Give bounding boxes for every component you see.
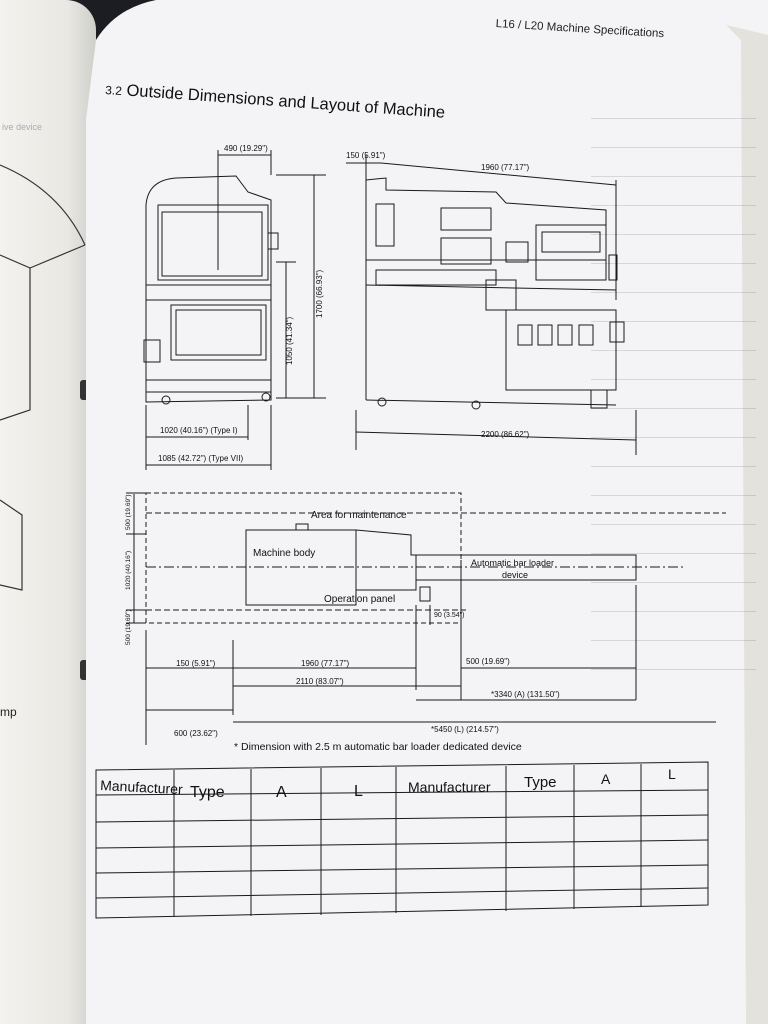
table-header-a-2: A — [601, 771, 611, 787]
bar-loader-label-1: Automatic bar loader — [471, 558, 554, 568]
table-header-manufacturer-1: Manufacturer — [100, 777, 184, 797]
operation-panel-label: Operation panel — [324, 594, 395, 605]
bottom-table-grid — [95, 761, 709, 919]
footnote: * Dimension with 2.5 m automatic bar loa… — [234, 741, 522, 753]
front-dim-width-type7: 1085 (42.72") (Type VII) — [158, 454, 243, 463]
layout-dim-3340: *3340 (A) (131.50") — [491, 690, 560, 699]
front-dim-width-type1: 1020 (40.16") (Type I) — [160, 426, 238, 435]
left-page-faint-text: ive device — [2, 122, 43, 132]
front-dim-height-1050: 1050 (41.34") — [285, 316, 294, 365]
side-dim-1960: 1960 (77.17") — [481, 163, 530, 172]
front-view-drawing — [143, 150, 326, 470]
table-header-l-2: L — [668, 766, 676, 782]
layout-dim-600: 600 (23.62") — [174, 729, 218, 738]
binder-ring-bottom — [80, 660, 90, 680]
layout-dim-90: 90 (3.54") — [434, 612, 465, 619]
layout-dim-5450: *5450 (L) (214.57") — [431, 725, 499, 734]
dimension-labels: 490 (19.29") 1050 (41.34") 1700 (66.93")… — [100, 144, 676, 801]
layout-dim-500-top: 500 (19.69") — [125, 494, 132, 530]
side-view-drawing — [346, 155, 637, 455]
front-dim-height-1700: 1700 (66.93") — [315, 269, 324, 318]
left-page: ive device mp — [0, 0, 96, 1024]
area-maintenance-label: Area for maintenance — [311, 510, 407, 521]
layout-dim-1960: 1960 (77.17") — [301, 659, 350, 668]
dimension-drawings — [95, 150, 726, 919]
table-header-l-1: L — [354, 783, 363, 800]
main-page: L16 / L20 Machine Specifications 3.2 Out… — [86, 0, 768, 1024]
binder-ring-top — [80, 380, 90, 400]
table-header-manufacturer-2: Manufacturer — [408, 779, 491, 795]
layout-dim-500: 500 (19.69") — [466, 657, 510, 666]
side-dim-2200: 2200 (86.62") — [481, 430, 530, 439]
table-header-type-1: Type — [190, 784, 225, 801]
side-dim-150: 150 (5.91") — [346, 151, 386, 160]
table-header-type-2: Type — [524, 774, 557, 791]
layout-dim-150: 150 (5.91") — [176, 659, 216, 668]
bar-loader-label-2: device — [502, 570, 528, 580]
left-page-edge-text: mp — [0, 705, 17, 719]
table-header-a-1: A — [276, 784, 287, 801]
layout-dim-1020: 1020 (40.16") — [125, 551, 132, 590]
machine-body-label: Machine body — [253, 548, 315, 559]
layout-dim-2110: 2110 (83.07") — [296, 677, 344, 686]
layout-view-drawing — [126, 492, 726, 745]
layout-dim-500-bottom: 500 (19.69") — [125, 609, 132, 645]
front-dim-top: 490 (19.29") — [224, 144, 268, 153]
left-page-drawing — [0, 164, 86, 591]
